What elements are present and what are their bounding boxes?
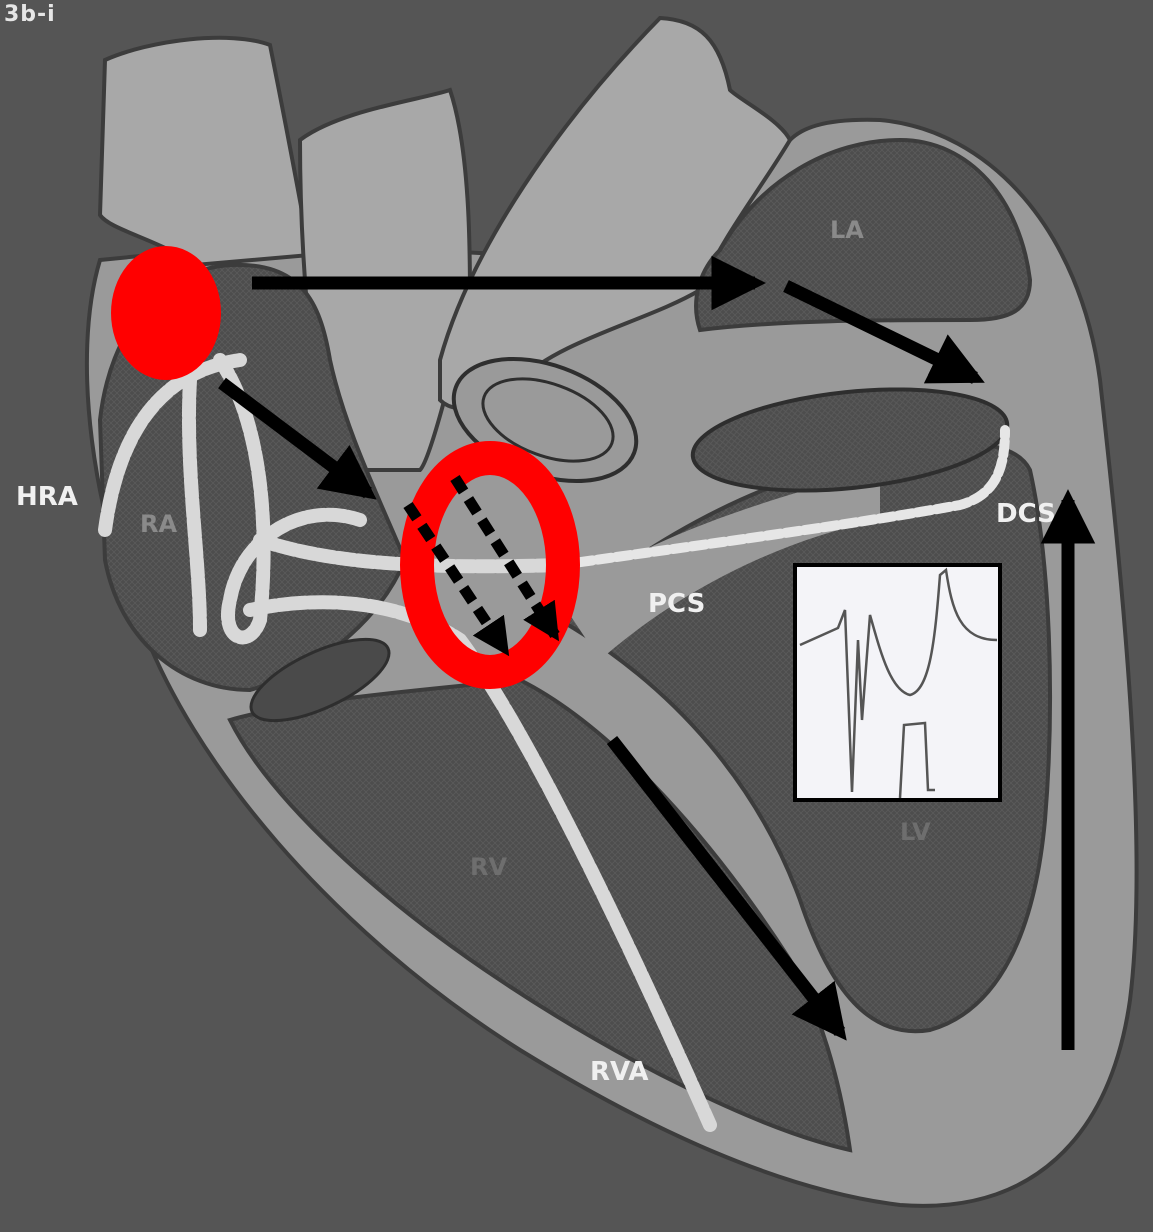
label-rv: RV (470, 853, 507, 881)
figure-label: 3b-i (4, 2, 56, 27)
label-lv: LV (900, 818, 931, 846)
label-hra: HRA (16, 482, 78, 512)
red-dot-icon (111, 246, 221, 380)
label-ra: RA (140, 510, 177, 538)
label-pcs: PCS (648, 589, 705, 619)
ecg-inset-frame (795, 565, 1000, 800)
label-la: LA (830, 216, 864, 244)
ecg-waveform-icon (795, 565, 1000, 800)
label-rva: RVA (590, 1057, 649, 1087)
label-dcs: DCS (996, 499, 1056, 529)
